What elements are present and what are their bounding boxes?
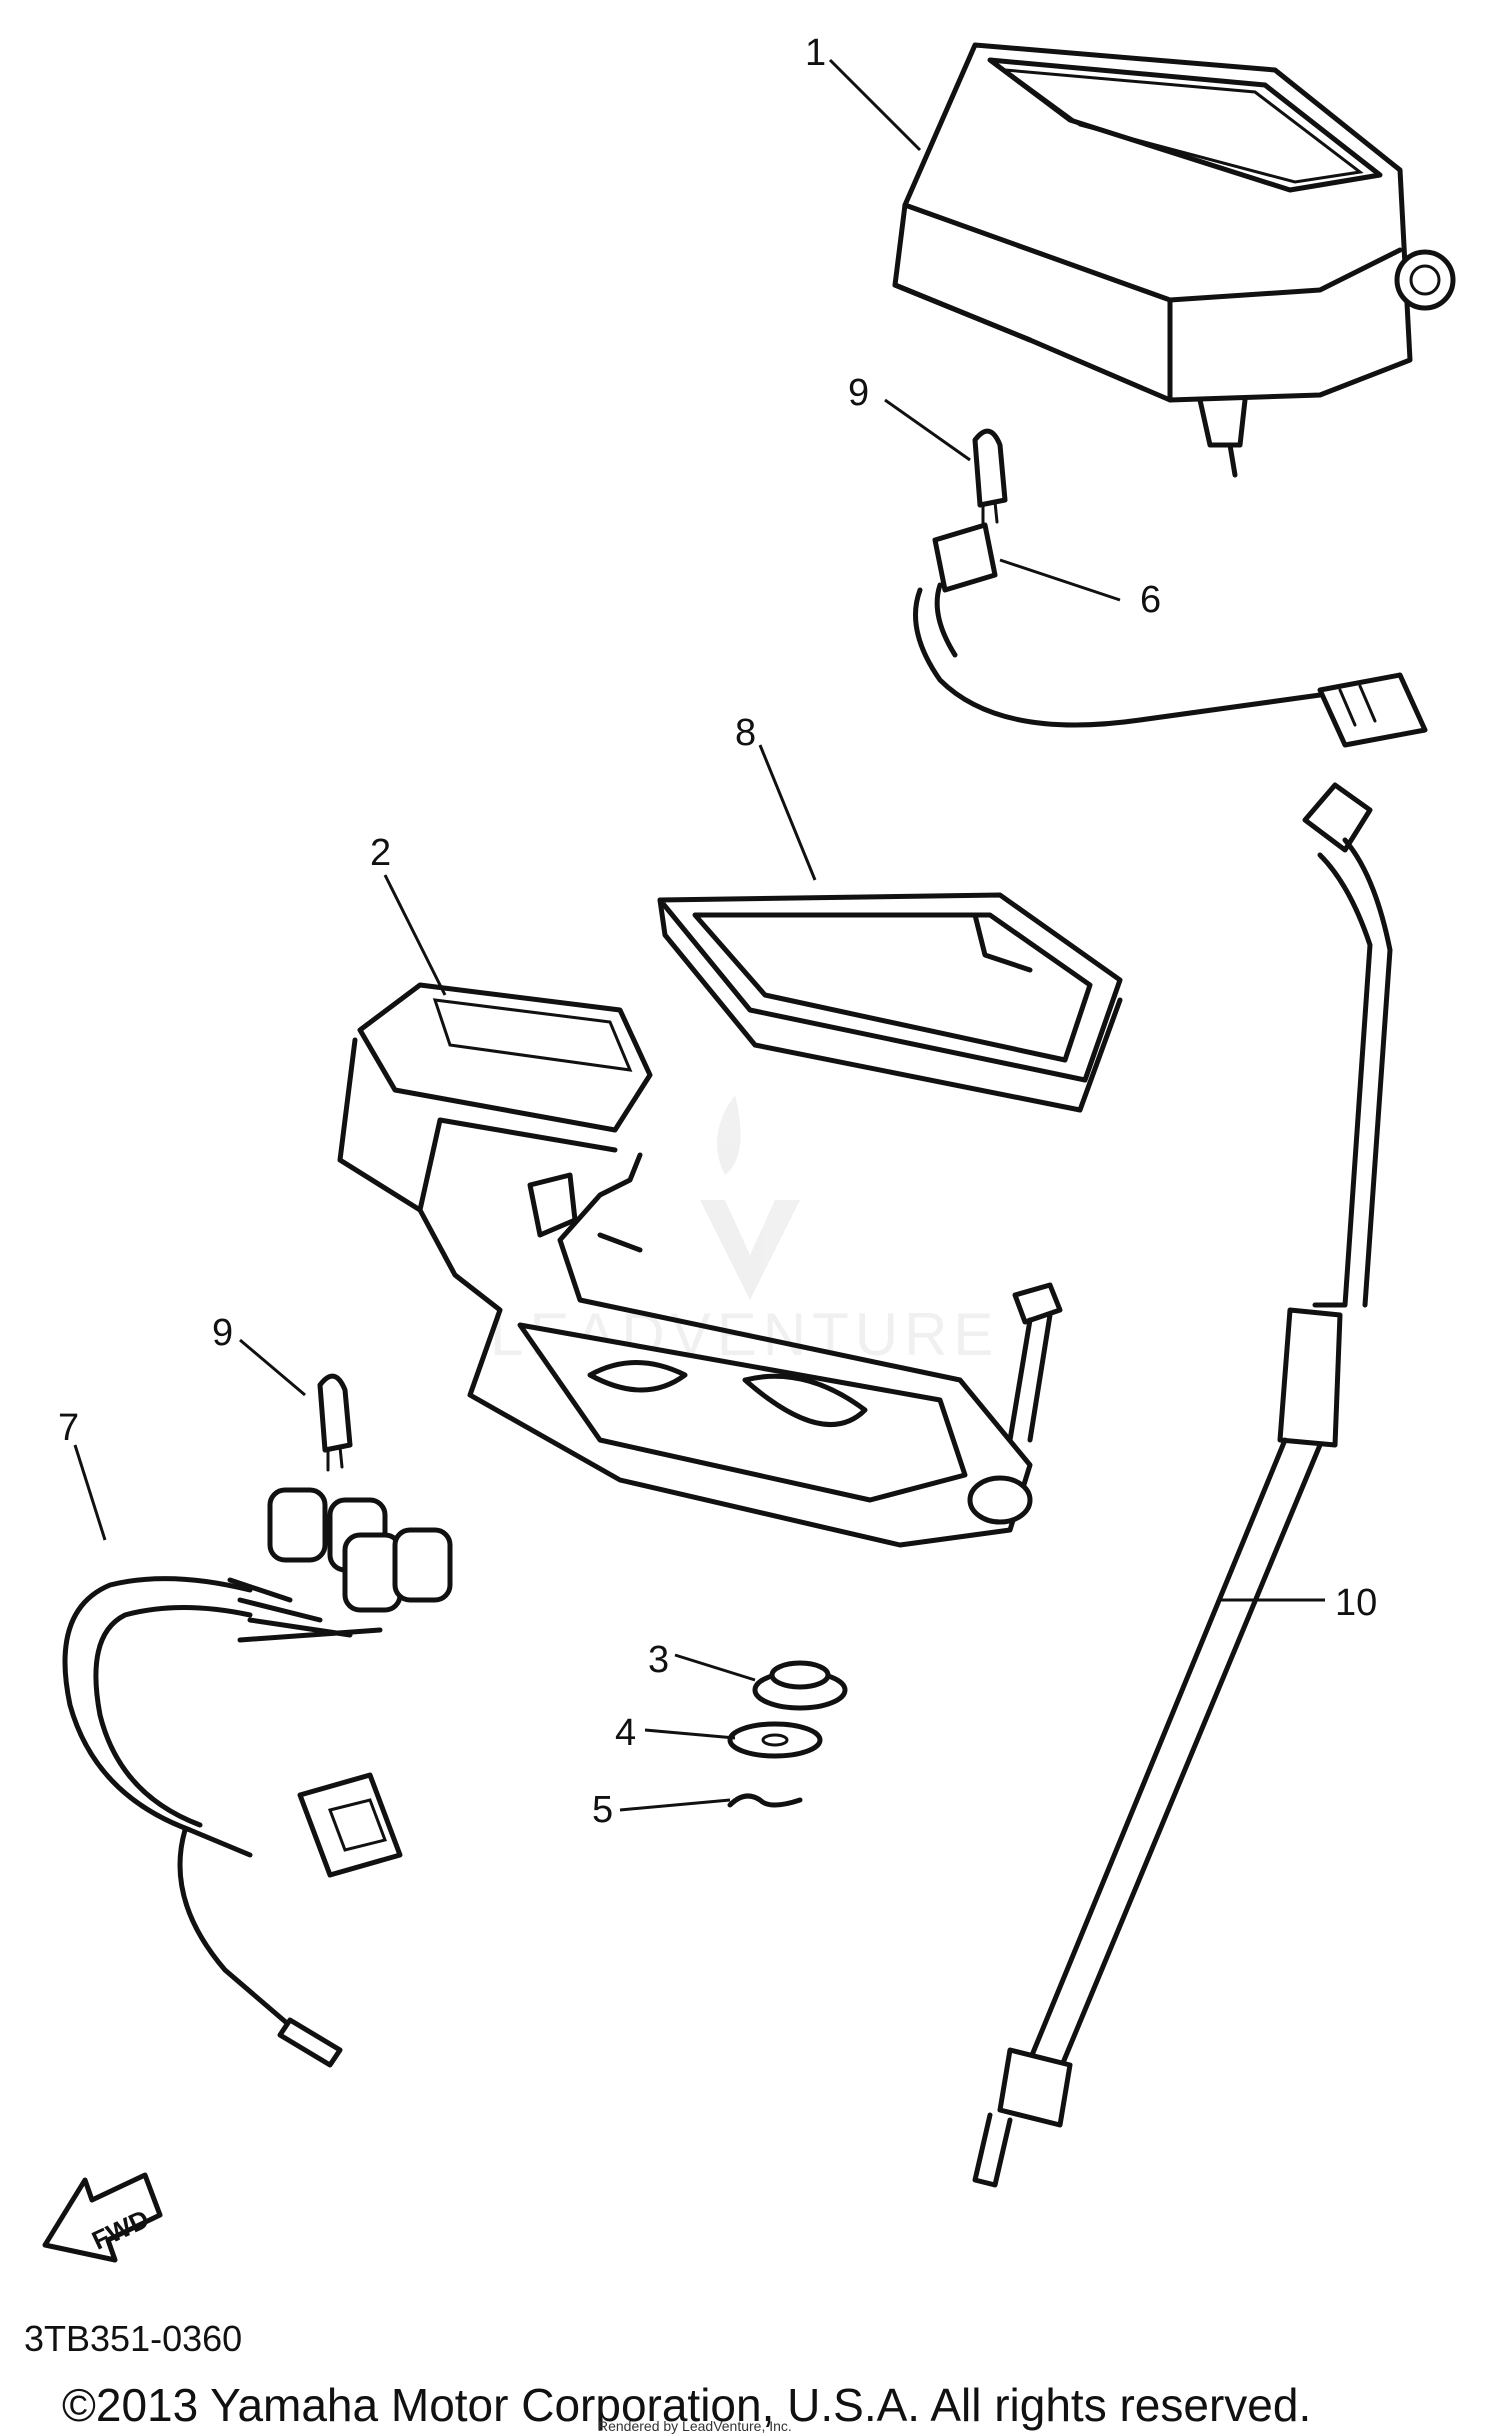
callout-4: 4	[615, 1712, 636, 1754]
part-10-speedometer-cable	[972, 782, 1393, 2188]
diagram-code: 3TB351-0360	[24, 2318, 243, 2359]
copyright-notice: ©2013 Yamaha Motor Corporation, U.S.A. A…	[62, 2379, 1312, 2431]
bolt	[1007, 1282, 1063, 1443]
part-8-gasket	[657, 892, 1123, 1113]
part-4-washer	[727, 1721, 823, 1759]
part-3-grommet	[752, 1660, 848, 1711]
leader-lines	[73, 58, 1325, 1812]
part-7-wire-harness	[62, 1487, 453, 2068]
callout-5: 5	[592, 1789, 613, 1831]
callout-2: 2	[370, 832, 391, 874]
part-6-socket-harness	[913, 522, 1428, 748]
part-1-speedometer	[892, 42, 1456, 478]
callout-labels: 1 2 3 4 5 6 7 8 9 9 10	[58, 32, 1377, 1831]
callout-3: 3	[648, 1639, 669, 1681]
fwd-arrow: FWD	[42, 2172, 163, 2263]
callout-9-upper: 9	[848, 372, 869, 414]
callout-8: 8	[735, 712, 756, 754]
part-2-gauge-bracket	[337, 982, 1033, 1548]
render-credit: Rendered by LeadVenture, Inc.	[598, 2418, 792, 2434]
callout-7: 7	[58, 1407, 79, 1449]
part-5-clip	[727, 1793, 803, 1808]
callout-6: 6	[1140, 579, 1161, 621]
part-9-bulb-lower	[317, 1373, 353, 1472]
callout-9-lower: 9	[212, 1312, 233, 1354]
callout-1: 1	[805, 32, 826, 74]
bulb-socket-connectors	[267, 1487, 453, 1613]
callout-10: 10	[1335, 1582, 1377, 1624]
part-9-bulb-upper	[972, 428, 1008, 527]
